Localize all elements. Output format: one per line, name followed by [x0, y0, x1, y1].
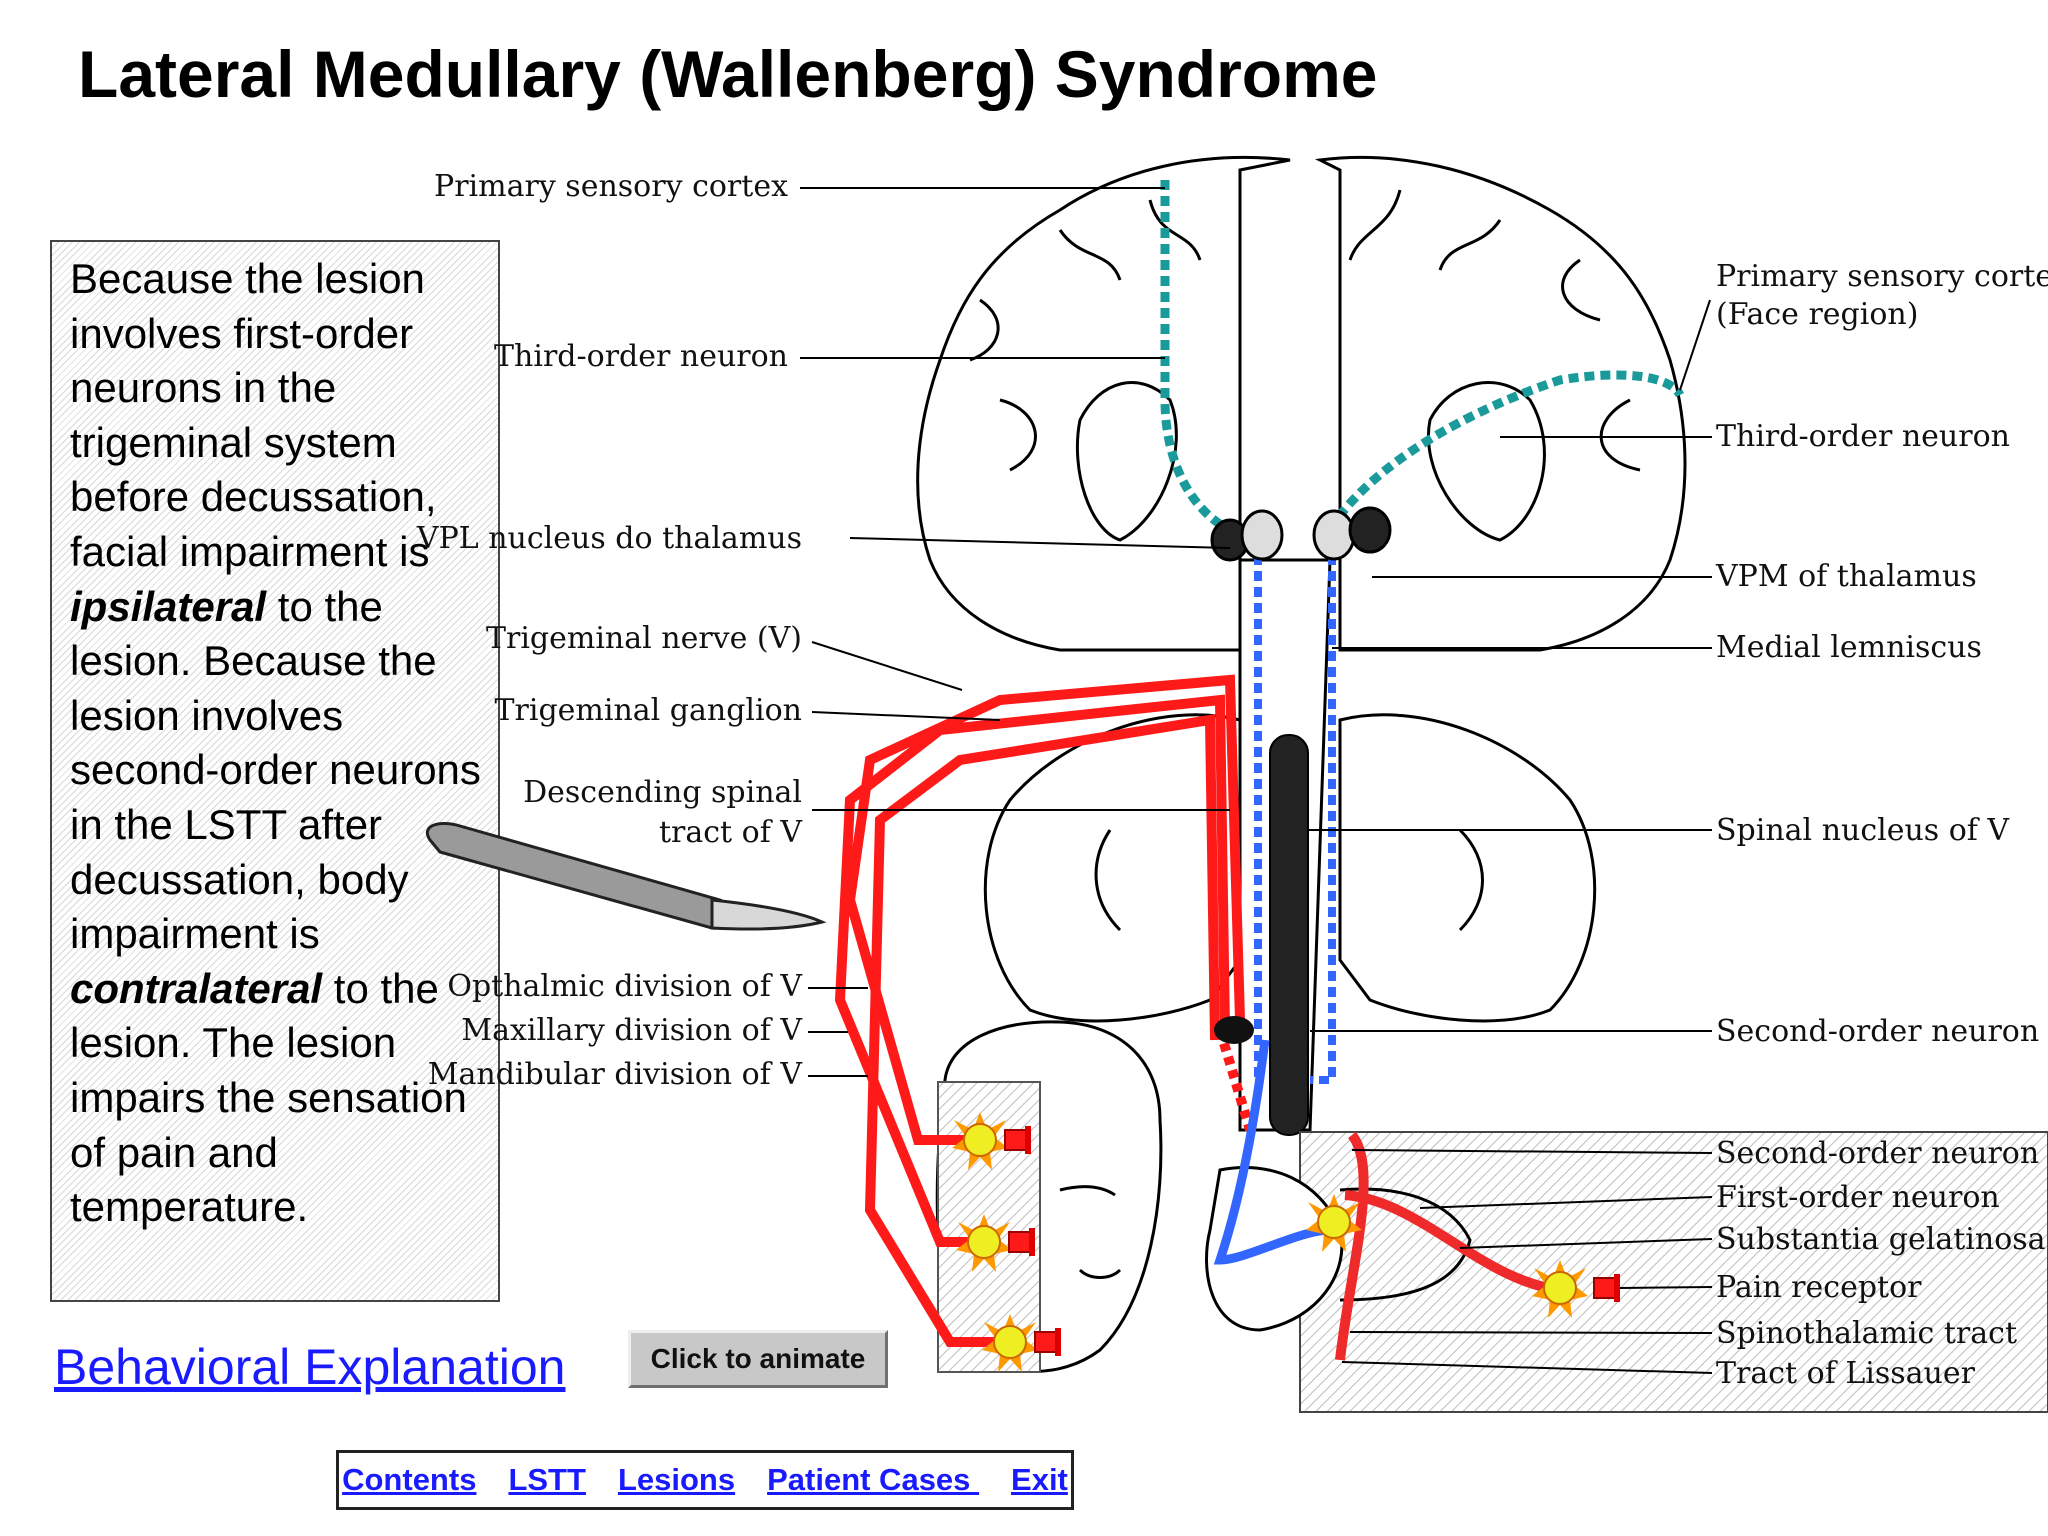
second-order-nucleus	[1214, 1016, 1254, 1044]
nav-contents-link[interactable]: Contents	[342, 1462, 477, 1497]
page-title: Lateral Medullary (Wallenberg) Syndrome	[78, 37, 1378, 111]
nav-lstt-link[interactable]: LSTT	[508, 1462, 586, 1497]
label-right-third-order-neuron: Third-order neuron	[1716, 419, 2010, 454]
explanation-part-3: to the lesion. The lesion impairs the se…	[70, 964, 467, 1231]
nav-lesions-link[interactable]: Lesions	[617, 1462, 736, 1497]
pain-receptors	[952, 1112, 1620, 1372]
label-third-order-neuron: Third-order neuron	[494, 339, 788, 374]
explanation-box	[50, 240, 500, 1302]
medial-lemniscus-pathway	[1254, 555, 1336, 1084]
label-inset-first-order-neuron: First-order neuron	[1716, 1180, 2000, 1215]
animate-button[interactable]: Click to animate	[628, 1330, 888, 1388]
label-right-face-region: (Face region)	[1716, 297, 1918, 332]
label-inset-second-order-neuron: Second-order neuron	[1716, 1136, 2039, 1171]
label-opthalmic: Opthalmic division of V	[447, 969, 803, 1004]
label-right-vpm: VPM of thalamus	[1715, 559, 1977, 594]
explanation-emphasis-ipsilateral: ipsilateral	[70, 582, 267, 630]
label-leader-lines	[800, 187, 1713, 1374]
label-right-primary-sensory-cortex: Primary sensory cortex	[1716, 259, 2048, 294]
label-trigeminal-nerve: Trigeminal nerve (V)	[486, 621, 802, 656]
explanation-part-1: Because the lesion involves first-order …	[70, 255, 437, 575]
trigeminal-first-order-pathways	[834, 674, 1255, 1347]
spinal-nucleus-of-v	[1269, 734, 1309, 1136]
navigation-bar: Contents LSTT Lesions Patient Cases Exit	[336, 1450, 1074, 1510]
label-primary-sensory-cortex: Primary sensory cortex	[434, 169, 788, 204]
label-inset-tract-of-lissauer: Tract of Lissauer	[1716, 1356, 1976, 1391]
label-inset-pain-receptor: Pain receptor	[1716, 1270, 1922, 1305]
label-right-medial-lemniscus: Medial lemniscus	[1716, 630, 1982, 665]
label-maxillary: Maxillary division of V	[461, 1013, 803, 1048]
scalpel-icon	[426, 822, 827, 931]
second-order-neuron-path	[1213, 1039, 1331, 1265]
explanation-emphasis-contralateral: contralateral	[70, 964, 323, 1012]
nav-patient-cases-link[interactable]: Patient Cases	[767, 1462, 980, 1497]
explanation-text: Because the lesion involves first-order …	[70, 252, 500, 1235]
third-order-pathway	[1160, 180, 1685, 535]
label-descending-spinal-2: tract of V	[659, 815, 803, 850]
label-right-second-order-neuron: Second-order neuron	[1716, 1014, 2039, 1049]
label-right-spinal-nucleus: Spinal nucleus of V	[1716, 813, 2010, 848]
label-trigeminal-ganglion: Trigeminal ganglion	[495, 693, 802, 728]
label-inset-spinothalamic-tract: Spinothalamic tract	[1716, 1316, 2017, 1351]
label-descending-spinal-1: Descending spinal	[523, 775, 802, 810]
label-inset-substantia-gelatinosa: Substantia gelatinosa	[1716, 1222, 2046, 1257]
explanation-part-2: to the lesion. Because the lesion involv…	[70, 582, 481, 958]
nav-exit-link[interactable]: Exit	[1011, 1462, 1068, 1497]
label-mandibular: Mandibular division of V	[428, 1057, 804, 1092]
thalamus-nuclei	[1210, 506, 1392, 562]
behavioral-explanation-link[interactable]: Behavioral Explanation	[54, 1339, 566, 1395]
label-vpl-nucleus: VPL nucleus do thalamus	[416, 521, 802, 556]
